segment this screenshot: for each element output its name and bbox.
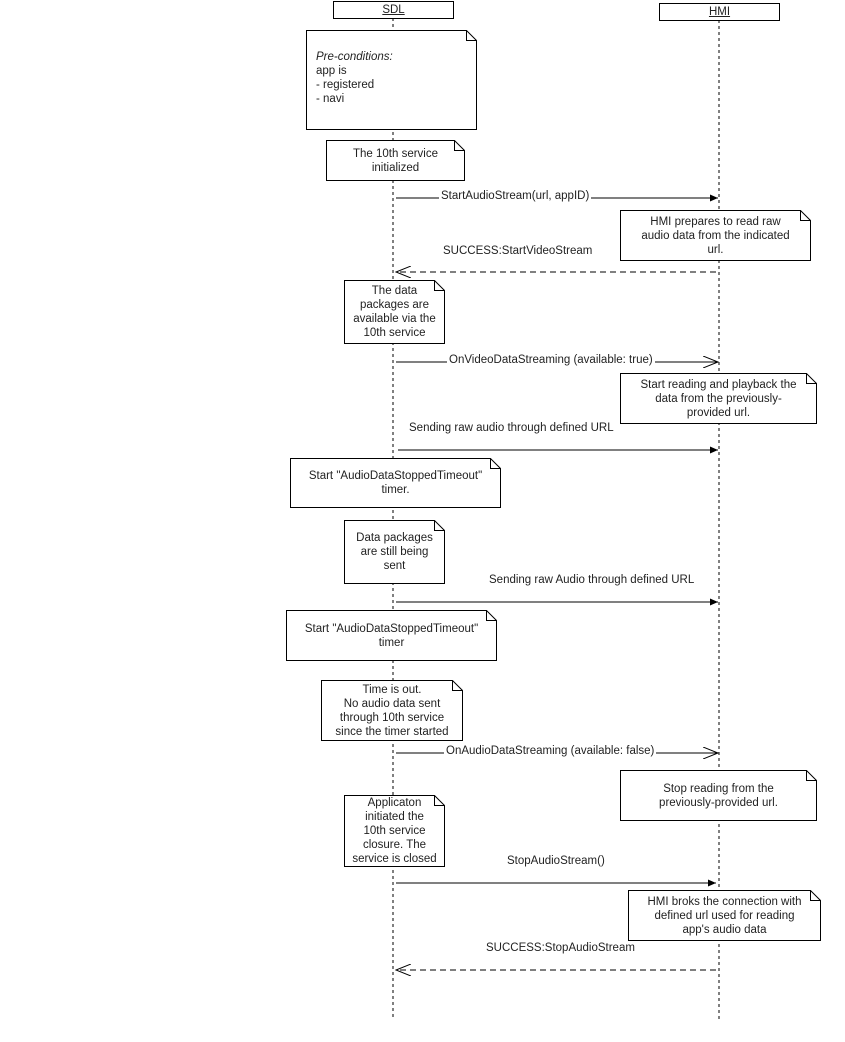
note-still-sent: Data packages are still being sent [344, 520, 445, 584]
note-preconditions: Pre-conditions: app is - registered - na… [306, 30, 477, 130]
label-on-video-streaming: OnVideoDataStreaming (available: true) [447, 354, 655, 366]
preconditions-text: app is - registered - navi [316, 65, 375, 105]
label-success-stop-audio: SUCCESS:StopAudioStream [486, 942, 635, 954]
note-timer-start-1: Start "AudioDataStoppedTimeout" timer. [290, 458, 501, 508]
note-app-closure-text: Applicaton initiated the 10th service cl… [352, 797, 437, 865]
note-hmi-prepares-text: HMI prepares to read raw audio data from… [641, 215, 790, 256]
note-hmi-broks: HMI broks the connection with defined ur… [628, 890, 821, 941]
note-timer-start-1-text: Start "AudioDataStoppedTimeout" timer. [308, 470, 483, 496]
note-packages-available-text: The data packages are available via the … [353, 285, 436, 339]
note-time-out: Time is out. No audio data sent through … [321, 680, 463, 741]
note-start-reading: Start reading and playback the data from… [620, 373, 817, 424]
note-packages-available: The data packages are available via the … [344, 280, 445, 344]
preconditions-title: Pre-conditions: [316, 51, 393, 63]
label-sending-raw-audio-2: Sending raw Audio through defined URL [489, 574, 695, 586]
note-timer-start-2-text: Start "AudioDataStoppedTimeout" timer [304, 622, 479, 649]
note-timer-start-2: Start "AudioDataStoppedTimeout" timer [286, 610, 497, 661]
note-hmi-prepares: HMI prepares to read raw audio data from… [620, 210, 811, 261]
note-app-closure: Applicaton initiated the 10th service cl… [344, 795, 445, 867]
note-start-reading-text: Start reading and playback the data from… [640, 378, 797, 419]
note-time-out-text: Time is out. No audio data sent through … [335, 683, 449, 738]
note-service-initialized-text: The 10th service initialized [352, 147, 438, 174]
label-start-audio-stream: StartAudioStream(url, appID) [439, 190, 592, 202]
note-stop-reading: Stop reading from the previously-provide… [620, 770, 817, 821]
note-hmi-broks-text: HMI broks the connection with defined ur… [647, 895, 802, 936]
label-sending-raw-audio-1: Sending raw audio through defined URL [409, 422, 614, 434]
label-stop-audio-stream: StopAudioStream() [507, 855, 605, 867]
note-stop-reading-text: Stop reading from the previously-provide… [659, 782, 778, 809]
note-service-initialized: The 10th service initialized [326, 140, 465, 181]
note-still-sent-text: Data packages are still being sent [356, 532, 433, 572]
participant-sdl: SDL [333, 1, 454, 19]
label-on-audio-streaming: OnAudioDataStreaming (available: false) [444, 745, 657, 757]
participant-hmi: HMI [659, 3, 780, 21]
label-success-start-video: SUCCESS:StartVideoStream [443, 245, 593, 257]
